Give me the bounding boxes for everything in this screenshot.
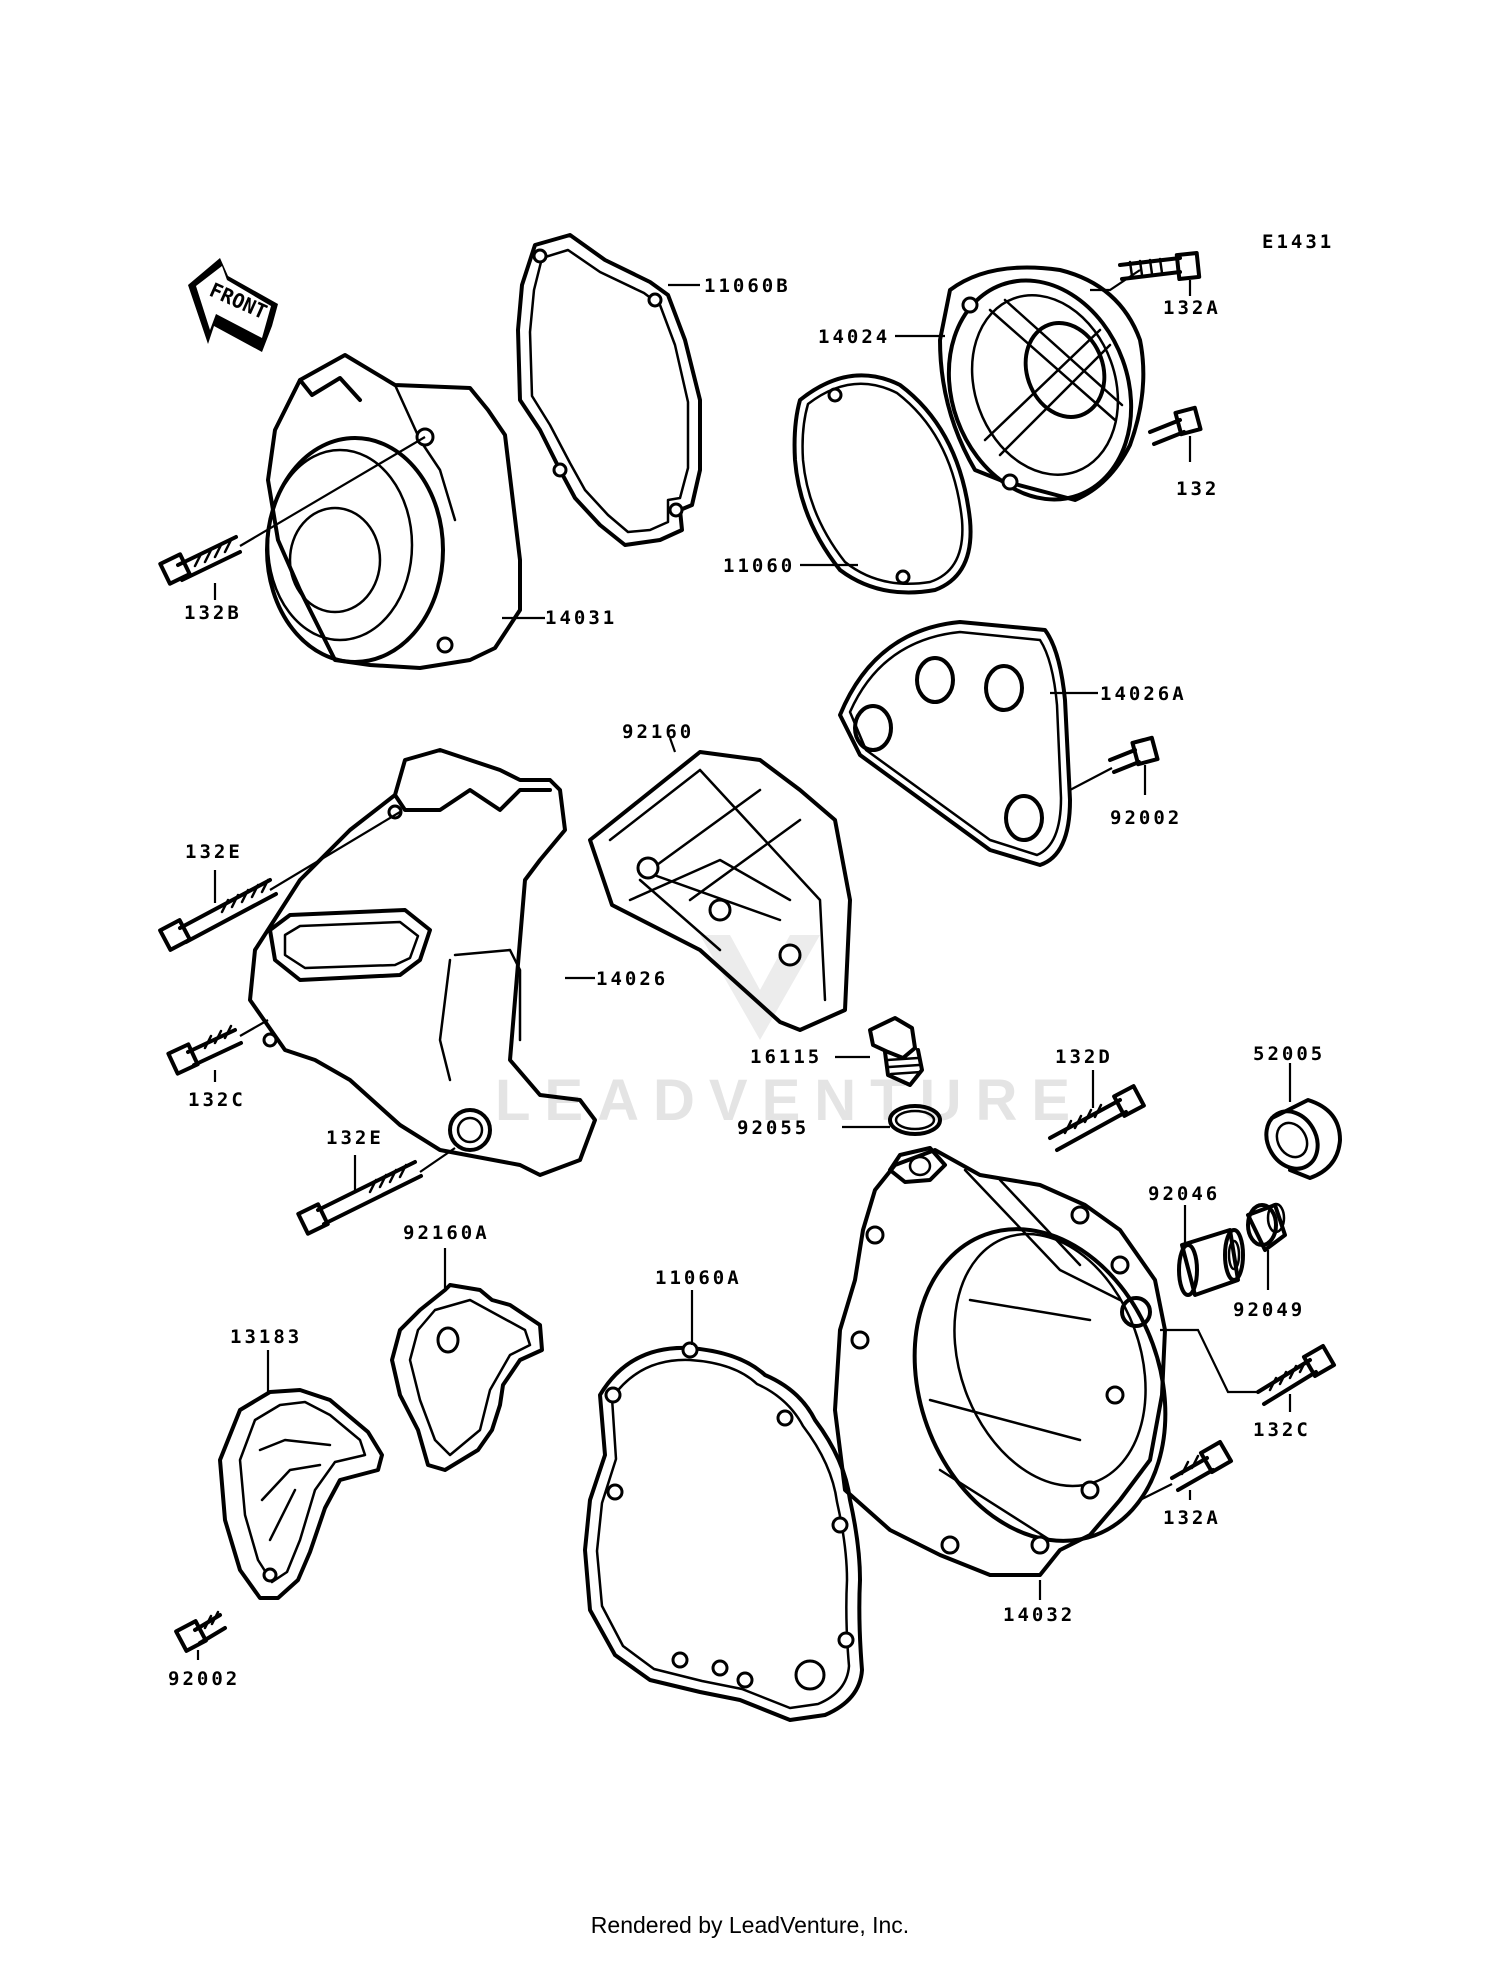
part-14032-cover [833,1146,1168,1577]
bolt-132A-bottom [1139,1439,1234,1501]
bolt-132E-lower [296,1147,456,1236]
part-92055-oring [888,1104,942,1136]
footer-credit: Rendered by LeadVenture, Inc. [590,1912,910,1938]
label-14031: 14031 [545,607,617,629]
bolt-132A-top [1090,251,1202,296]
label-11060B: 11060B [704,275,791,297]
part-16115-plug [868,1016,924,1087]
part-52005-seal [1264,1098,1342,1180]
watermark-text: LEADVENTURE [495,1068,1084,1133]
part-13183-guide [218,1388,384,1600]
label-11060A: 11060A [655,1267,742,1289]
label-132A-bottom: 132A [1163,1507,1221,1529]
bolt-92002-left [174,1610,227,1660]
front-arrow-icon: FRONT [188,258,278,352]
label-14024: 14024 [818,326,890,348]
gasket-11060B [516,233,702,547]
label-14026: 14026 [596,968,668,990]
label-92160A: 92160A [403,1222,490,1244]
label-52005: 52005 [1253,1043,1325,1065]
part-92046-bearing [1177,1228,1245,1297]
part-92160A [390,1283,544,1472]
bolt-132 [1148,405,1203,462]
label-14026A: 14026A [1100,683,1187,705]
label-92002-right: 92002 [1110,807,1182,829]
gasket-11060A [583,1341,864,1722]
bolt-132B [158,436,426,586]
bolt-132C-left [166,1019,269,1082]
label-92049: 92049 [1233,1299,1305,1321]
diagram-code: E1431 [1262,231,1334,253]
label-11060: 11060 [723,555,795,577]
label-92055: 92055 [737,1117,809,1139]
part-92049-collar [1246,1202,1287,1252]
bolt-92002-right [1069,735,1160,795]
label-132C-left: 132C [188,1089,246,1111]
label-16115: 16115 [750,1046,822,1068]
label-92160: 92160 [622,721,694,743]
label-92002-left: 92002 [168,1668,240,1690]
label-14032: 14032 [1003,1604,1075,1626]
part-14024-cover [938,265,1146,502]
label-92046: 92046 [1148,1183,1220,1205]
part-14031-cover [265,353,522,670]
gasket-11060 [792,373,973,595]
label-132C-right: 132C [1253,1419,1311,1441]
part-92160-block [588,750,852,1032]
label-132E-upper: 132E [185,841,243,863]
leader-92160 [668,737,677,753]
part-14026A-cover [838,620,1072,867]
label-132D: 132D [1055,1046,1113,1068]
label-132A-top: 132A [1163,297,1221,319]
part-14026-cover [248,748,597,1177]
bolt-132C-right [1160,1328,1337,1412]
label-132E-lower: 132E [326,1127,384,1149]
label-132: 132 [1176,478,1219,500]
bolt-132E-upper [158,811,401,952]
bolt-132D [1048,1070,1146,1152]
label-132B: 132B [184,602,242,624]
label-13183: 13183 [230,1326,302,1348]
